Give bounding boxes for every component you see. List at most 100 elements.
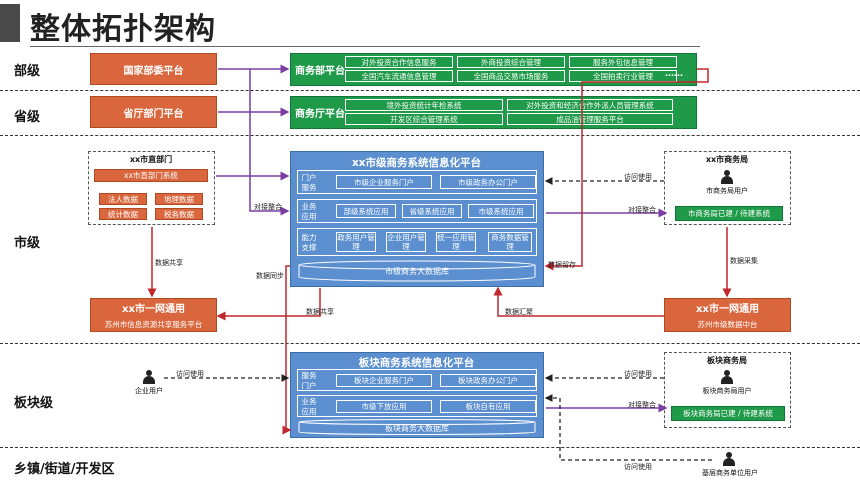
label-access: 访问使用 xyxy=(176,370,204,378)
city-bureau: xx市商务局 市商务局用户 市商务局已建 / 待建系统 xyxy=(664,151,791,225)
city-direct-title: xx市直部门 xyxy=(129,155,173,164)
city-gov-portal[interactable]: 市级政务办公门户 xyxy=(440,175,536,189)
block-platform-title: 板块商务系统信息化平台 xyxy=(358,357,475,369)
province-platform: 省厅部门平台 xyxy=(90,96,217,128)
block-commerce-platform: 板块商务系统信息化平台 服务门户 板块企业服务门户 板块政务办公门户 业务应用 … xyxy=(290,352,544,438)
more-indicator: …… xyxy=(665,69,683,79)
database-label: 市级商务大数据库 xyxy=(385,267,449,276)
city-capability-row: 能力支撑 政务用户管理 企业用户管理 统一应用管理 商务数据管理 xyxy=(297,228,537,256)
city-bureau-title: xx市商务局 xyxy=(705,155,749,164)
title-underline xyxy=(30,46,700,47)
ministry-commerce-platform: 商务部平台 对外投资合作信息服务 外商投资综合管理 服务外包信息管理 全国汽车流… xyxy=(290,53,697,86)
separator xyxy=(0,135,860,136)
ministry-item: 全国商品交易市场服务 xyxy=(457,70,565,82)
block-gov-portal[interactable]: 板块政务办公门户 xyxy=(440,374,536,387)
province-commerce-platform: 商务厅平台 境外投资统计年检系统 对外投资和经济合作外派人员管理系统 开发区综合… xyxy=(290,96,697,129)
level-city: 市级 xyxy=(14,236,41,251)
province-item: 开发区综合管理系统 xyxy=(345,113,503,125)
database-icon xyxy=(298,419,536,435)
block-bureau-title: 板块商务局 xyxy=(707,356,747,365)
data-share-link xyxy=(216,288,321,321)
city-app-row: 业务应用 部级系统应用 省级系统应用 市级系统应用 xyxy=(297,199,537,223)
level-province: 省级 xyxy=(14,110,41,125)
city-enterprise-portal[interactable]: 市级企业服务门户 xyxy=(336,175,432,189)
database-icon xyxy=(298,260,536,282)
city-middle-sub: 苏州市级数据中台 xyxy=(697,320,758,329)
ministry-platform: 国家部委平台 xyxy=(90,53,217,85)
province-item: 对外投资和经济合作外派人员管理系统 xyxy=(507,99,673,111)
data-sync-link xyxy=(282,265,292,435)
page-title: 整体拓扑架构 xyxy=(30,12,216,47)
level-ministry: 部级 xyxy=(14,64,41,79)
level-block: 板块级 xyxy=(14,396,54,411)
block-portal-row: 服务门户 板块企业服务门户 板块政务办公门户 xyxy=(297,369,537,391)
capability-item: 企业用户管理 xyxy=(386,232,426,252)
city-share-platform: xx市一网通用 苏州市信息资源共享服务平台 xyxy=(90,298,217,332)
capability-item: 政务用户管理 xyxy=(336,232,376,252)
block-app-row: 业务应用 市级下放应用 板块自有应用 xyxy=(297,395,537,417)
ministry-item: 对外投资合作信息服务 xyxy=(345,56,453,68)
data-item: 统计数据 xyxy=(99,208,147,220)
separator xyxy=(0,90,860,91)
city-platform-title: xx市级商务系统信息化平台 xyxy=(351,157,482,169)
data-item: 税务数据 xyxy=(155,208,203,220)
database-label: 板块商务大数据库 xyxy=(385,424,449,433)
ministry-system-app[interactable]: 部级系统应用 xyxy=(336,204,396,218)
data-retain-link xyxy=(544,68,709,271)
label-data-share: 数据共享 xyxy=(306,308,334,316)
user-icon xyxy=(721,370,733,384)
level-town: 乡镇/街道/开发区 xyxy=(14,462,115,477)
label-data-retain: 数据留存 xyxy=(548,261,576,269)
city-bureau-user: 市商务局用户 xyxy=(706,187,748,195)
row-label: 服务门户 xyxy=(301,371,317,390)
grassroots-user: 基层商务单位用户 xyxy=(702,469,758,477)
block-enterprise-portal[interactable]: 板块企业服务门户 xyxy=(336,374,432,387)
integrate-link xyxy=(249,69,290,216)
label-data-collect: 数据采集 xyxy=(730,257,758,265)
city-database: 市级商务大数据库 xyxy=(297,260,537,282)
city-portal-row: 门户服务 市级企业服务门户 市级政务办公门户 xyxy=(297,170,537,194)
user-icon xyxy=(143,370,155,384)
city-share-title: xx市一网通用 xyxy=(122,304,185,315)
label-access: 访问使用 xyxy=(624,173,652,181)
data-item: 法人数据 xyxy=(99,193,147,205)
city-direct-system: xx市直部门系统 xyxy=(94,169,208,182)
ministry-item: 全国汽车流通信息管理 xyxy=(345,70,453,82)
label-access: 访问使用 xyxy=(624,370,652,378)
block-bureau-system: 板块商务局已建 / 待建系统 xyxy=(671,406,785,421)
capability-item: 统一应用管理 xyxy=(436,232,476,252)
enterprise-user: 企业用户 xyxy=(135,387,163,395)
province-item: 成品油管理服务平台 xyxy=(507,113,673,125)
data-item: 地理数据 xyxy=(155,193,203,205)
user-icon xyxy=(723,452,735,466)
capability-item: 商务数据管理 xyxy=(488,232,532,252)
row-label: 业务应用 xyxy=(301,397,317,416)
ministry-item: 外商投资综合管理 xyxy=(457,56,565,68)
separator xyxy=(0,343,860,344)
separator xyxy=(0,447,860,448)
city-system-app[interactable]: 市级系统应用 xyxy=(468,204,534,218)
row-label: 能力支撑 xyxy=(301,233,317,252)
title-accent-bar xyxy=(0,4,20,42)
label-data-aggregate: 数据汇聚 xyxy=(505,308,533,316)
city-commerce-platform: xx市级商务系统信息化平台 门户服务 市级企业服务门户 市级政务办公门户 业务应… xyxy=(290,151,544,287)
label-integrate: 对接整合 xyxy=(254,203,282,211)
city-direct-departments: xx市直部门 xx市直部门系统 法人数据 地理数据 统计数据 税务数据 xyxy=(88,151,215,225)
data-aggregate-link xyxy=(493,286,664,317)
label-integrate: 对接整合 xyxy=(628,401,656,409)
city-middle-platform: xx市一网通用 苏州市级数据中台 xyxy=(664,298,791,332)
block-database: 板块商务大数据库 xyxy=(297,419,537,435)
city-delegated-app[interactable]: 市级下放应用 xyxy=(336,400,432,413)
city-share-sub: 苏州市信息资源共享服务平台 xyxy=(104,320,203,329)
ministry-commerce-title: 商务部平台 xyxy=(295,65,345,77)
block-own-app[interactable]: 板块自有应用 xyxy=(440,400,536,413)
label-access: 访问使用 xyxy=(624,463,652,471)
province-system-app[interactable]: 省级系统应用 xyxy=(402,204,462,218)
user-icon xyxy=(721,170,733,184)
ministry-item: 服务外包信息管理 xyxy=(569,56,677,68)
row-label: 业务应用 xyxy=(301,202,317,221)
city-middle-title: xx市一网通用 xyxy=(696,304,759,315)
block-bureau: 板块商务局 板块商务局用户 板块商务局已建 / 待建系统 xyxy=(664,352,791,428)
grassroots-access-link xyxy=(544,394,712,461)
block-bureau-user: 板块商务局用户 xyxy=(702,387,752,395)
